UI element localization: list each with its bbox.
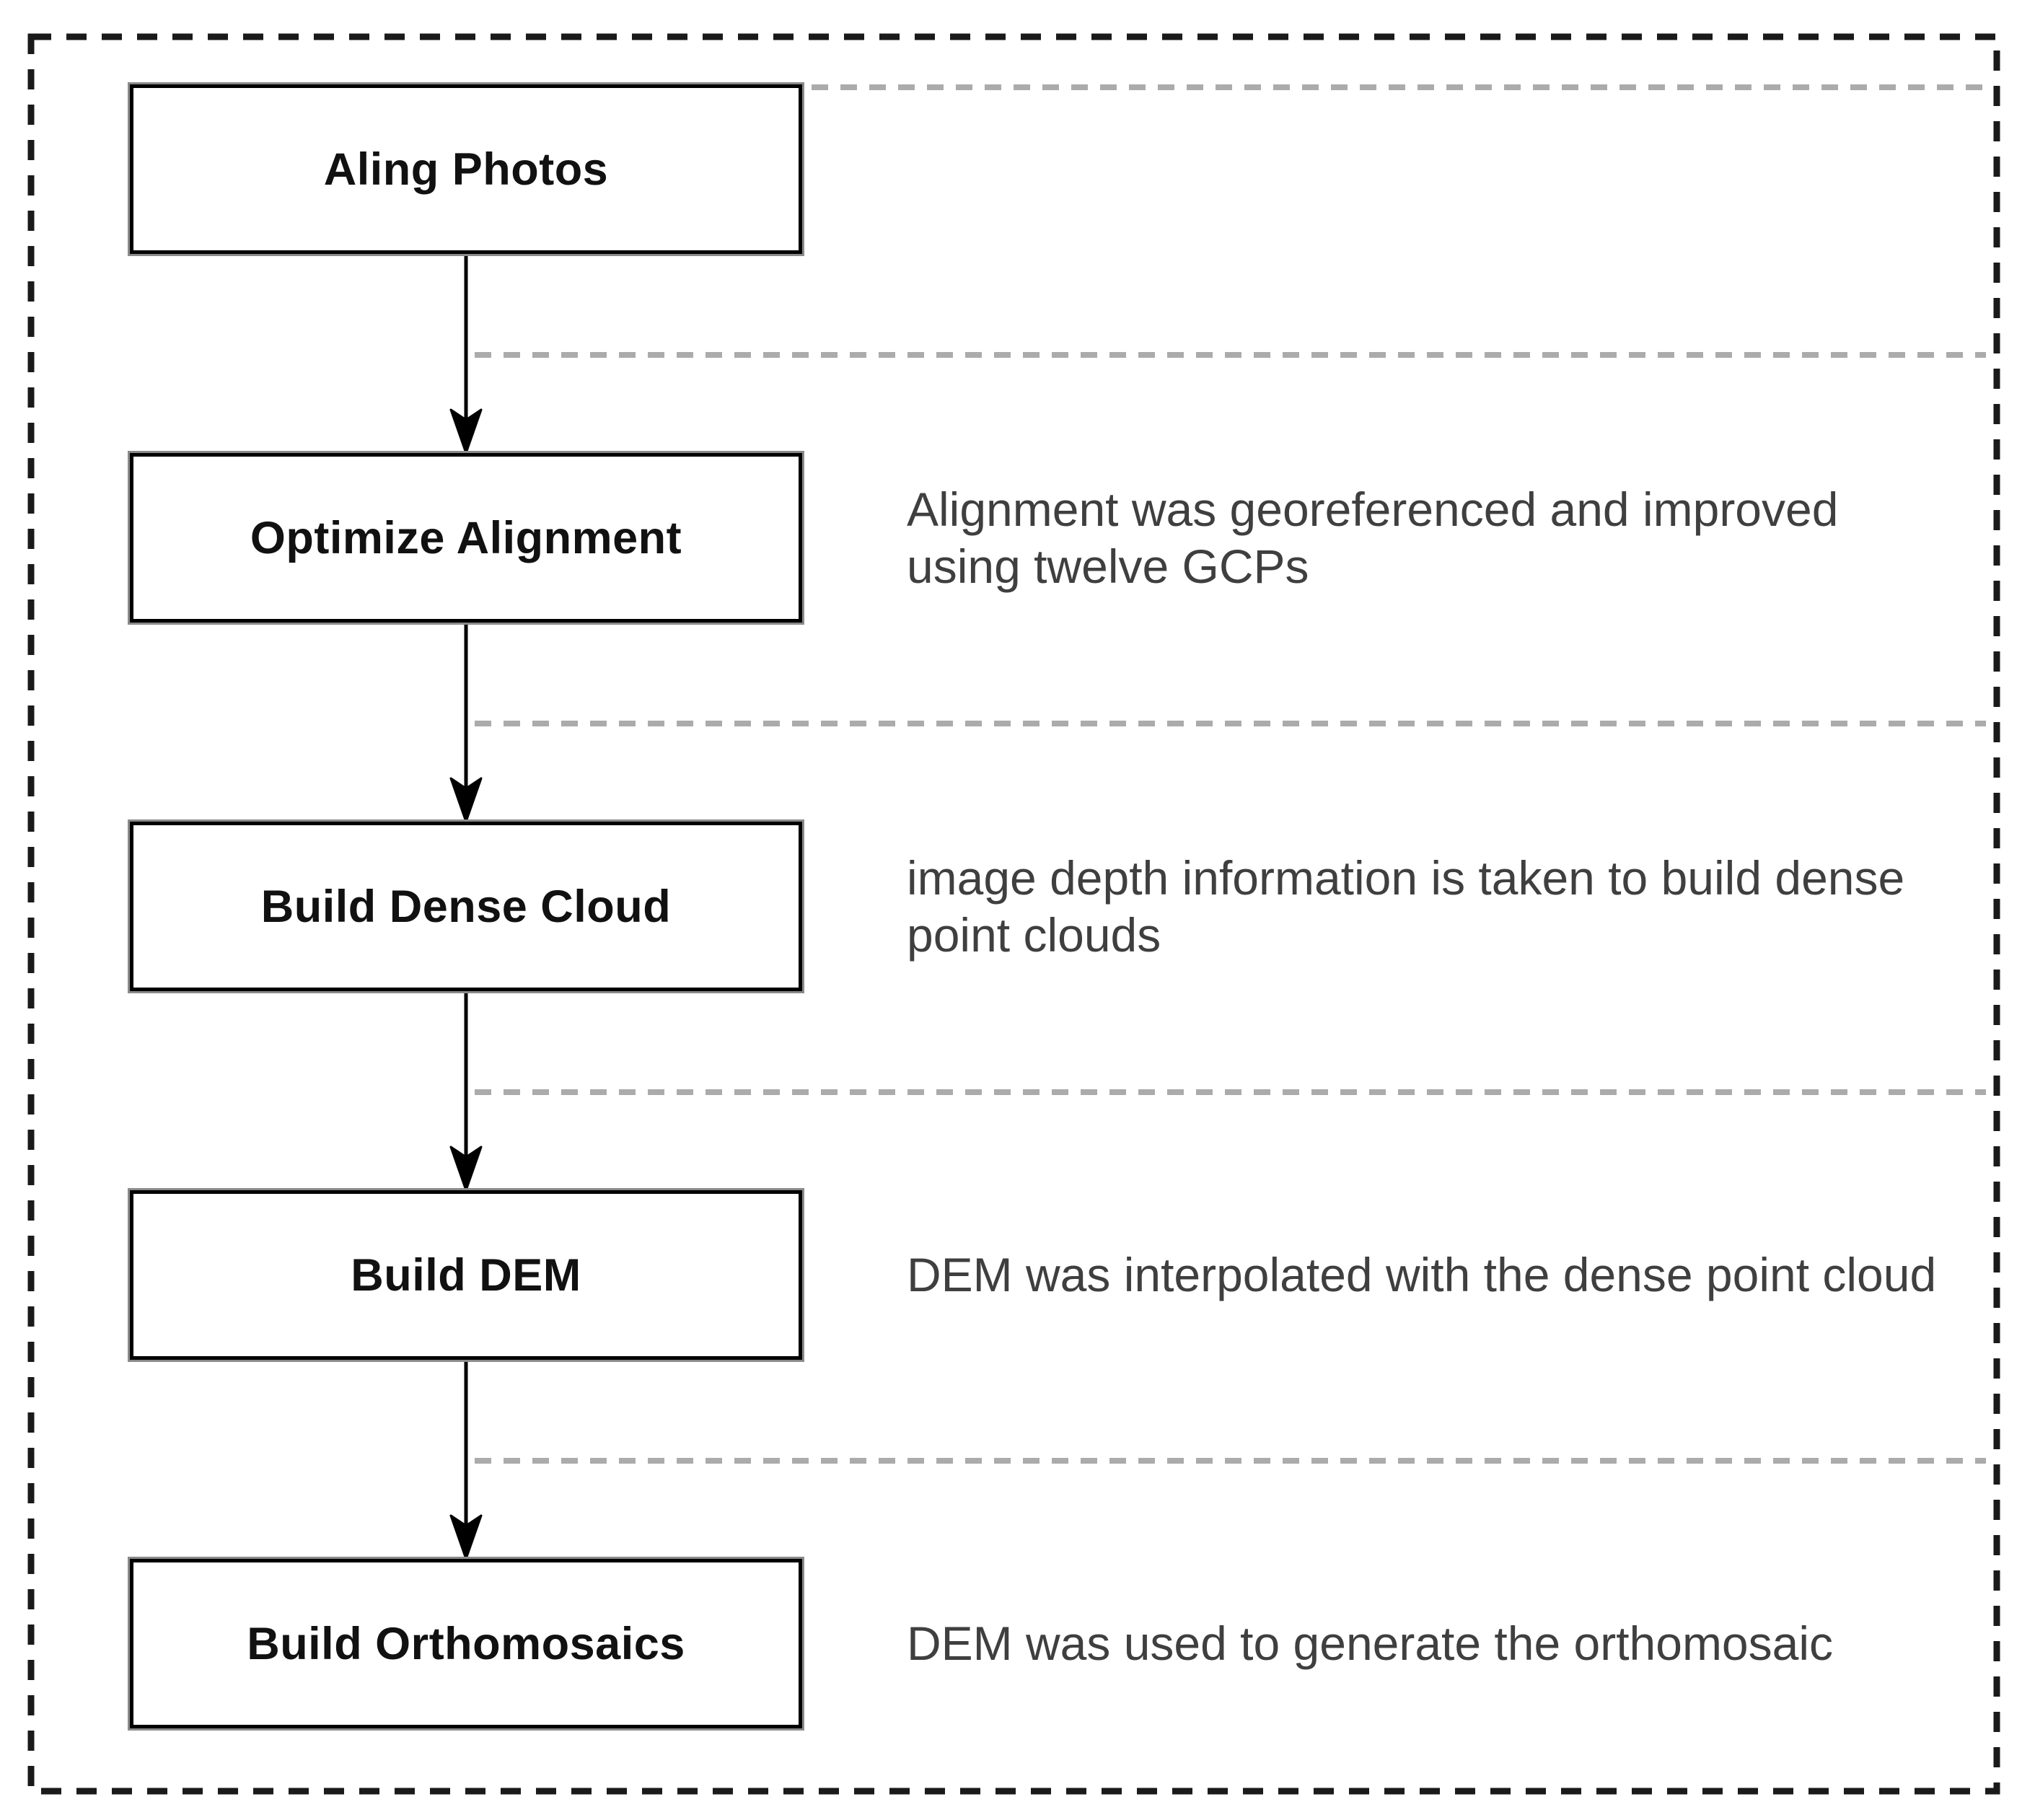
step-box-aling-photos: Aling Photos bbox=[130, 84, 802, 254]
annotation-line: using twelve GCPs bbox=[907, 540, 1309, 593]
step-box-build-orthomosaics: Build Orthomosaics bbox=[130, 1559, 802, 1728]
step-label: Build DEM bbox=[351, 1249, 581, 1301]
step-annotation-build-dense-cloud: image depth information is taken to buil… bbox=[907, 850, 2003, 964]
step-label: Build Orthomosaics bbox=[247, 1618, 685, 1669]
flow-arrow bbox=[449, 623, 483, 823]
step-box-optimize-alignment: Optimize Alignment bbox=[130, 453, 802, 623]
step-label: Aling Photos bbox=[323, 144, 609, 195]
step-annotation-optimize-alignment: Alignment was georeferenced and improved… bbox=[907, 481, 2003, 595]
flow-arrow bbox=[449, 1360, 483, 1560]
annotation-line: DEM was interpolated with the dense poin… bbox=[907, 1248, 1937, 1301]
annotation-line: image depth information is taken to buil… bbox=[907, 851, 1905, 905]
step-annotation-build-orthomosaics: DEM was used to generate the orthomosaic bbox=[907, 1615, 2003, 1672]
step-box-build-dense-cloud: Build Dense Cloud bbox=[130, 822, 802, 991]
step-label: Build Dense Cloud bbox=[260, 881, 672, 932]
dashed-frame bbox=[27, 33, 2000, 1795]
step-annotation-build-dem: DEM was interpolated with the dense poin… bbox=[907, 1247, 2003, 1304]
step-box-build-dem: Build DEM bbox=[130, 1190, 802, 1360]
annotation-line: Alignment was georeferenced and improved bbox=[907, 483, 1839, 536]
flow-arrow bbox=[449, 991, 483, 1192]
annotation-line: DEM was used to generate the orthomosaic bbox=[907, 1617, 1834, 1670]
step-label: Optimize Alignment bbox=[250, 512, 682, 563]
flow-arrow bbox=[449, 254, 483, 454]
annotation-line: point clouds bbox=[907, 908, 1161, 962]
